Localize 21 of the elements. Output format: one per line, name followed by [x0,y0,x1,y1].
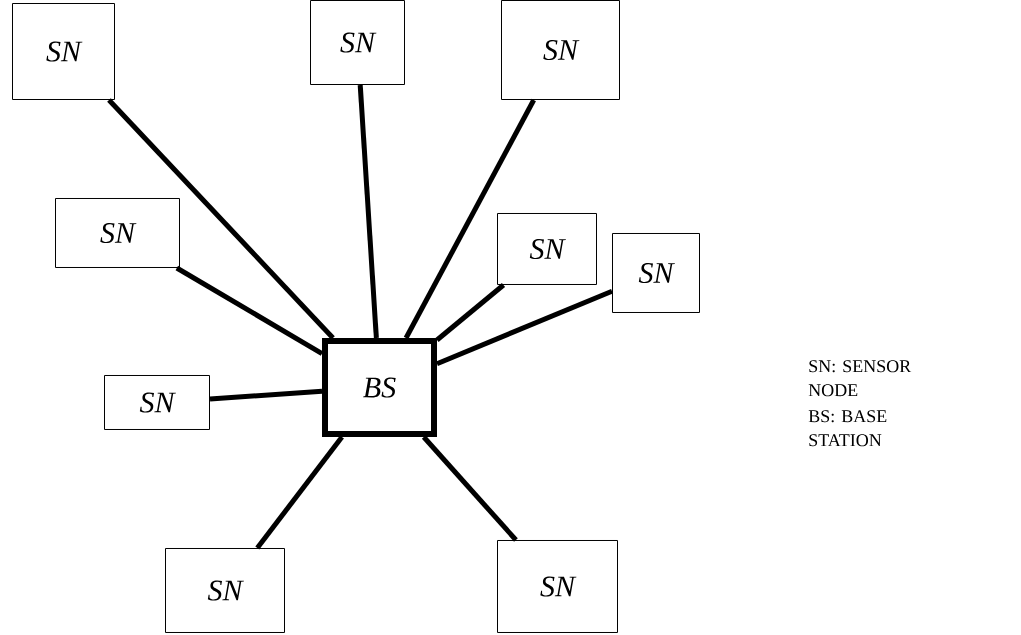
base-station-box: BS [322,338,437,437]
connector-line [421,435,518,542]
sensor-node-box: SN [501,0,620,100]
connector-line [175,265,324,356]
connector-line [255,435,344,550]
connector-line [209,388,323,402]
sensor-node-box: SN [165,548,285,633]
legend-text: SN: SENSOR NODE [808,360,912,397]
sensor-node-box: SN [55,198,180,268]
connector-line [435,283,506,342]
sensor-node-box: SN [497,213,597,285]
sensor-node-box: SN [12,3,115,100]
sensor-node-box: SN [612,233,700,313]
sensor-node-box: SN [497,540,618,633]
legend-text: BS: BASE STATION [808,410,887,447]
sensor-node-box: SN [310,0,405,85]
sensor-node-box: SN [104,375,210,430]
connector-line [436,288,613,366]
connector-line [107,98,335,340]
connector-line [403,98,536,340]
connector-line [357,84,379,339]
